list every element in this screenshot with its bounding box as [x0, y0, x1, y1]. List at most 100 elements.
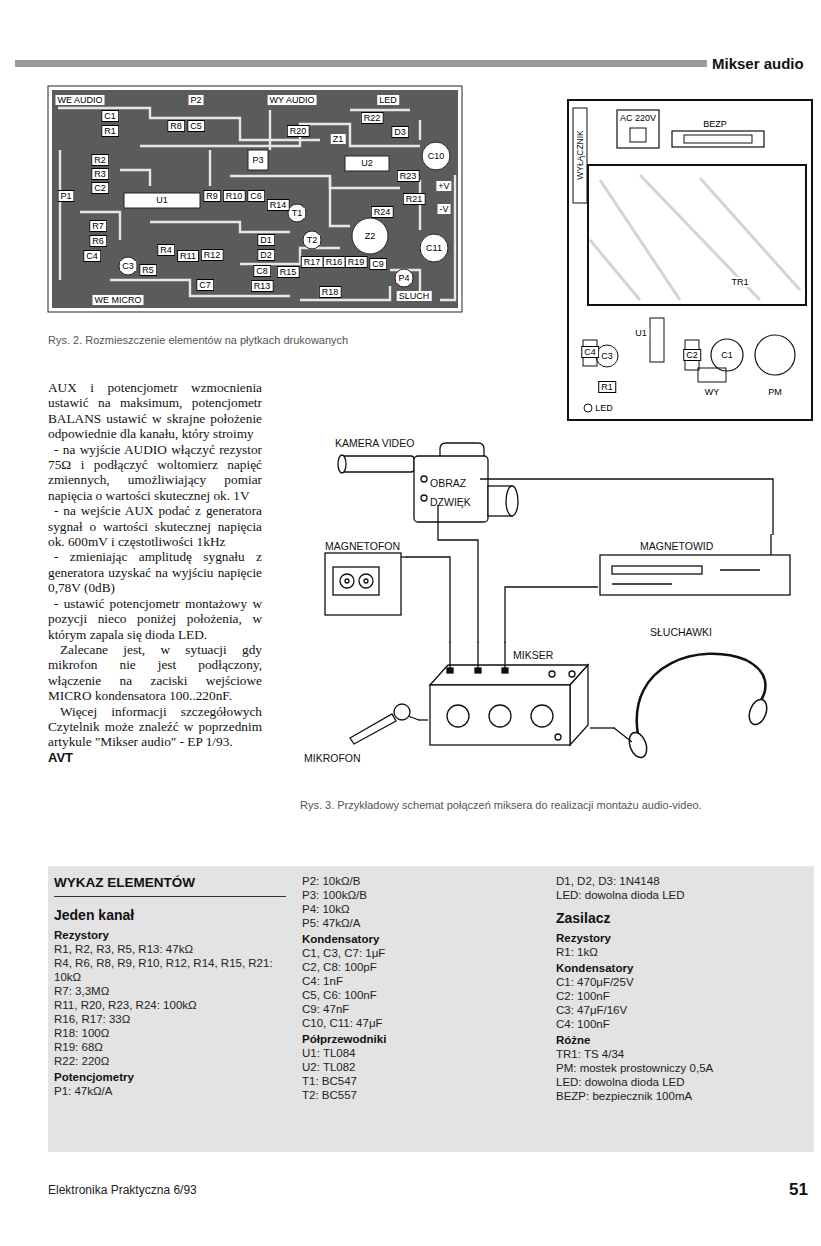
part-label: C2	[91, 182, 109, 194]
headphones	[626, 730, 650, 760]
parts-item: C9: 47nF	[302, 1002, 542, 1016]
parts-item: P1: 47kΩ/A	[54, 1084, 286, 1098]
parts-heading: Różne	[556, 1033, 806, 1047]
camera-node: KAMERA VIDEOOBRAZDZWIĘK	[330, 432, 525, 532]
video-camera	[342, 456, 414, 472]
part-label: R22	[361, 112, 384, 124]
part-label: D2	[257, 249, 275, 261]
part-label: C7	[196, 279, 214, 291]
microphone	[394, 704, 410, 720]
parts-list-ground	[48, 866, 814, 1152]
part-label: U1	[633, 328, 649, 338]
header-stripe	[15, 60, 707, 67]
parts-item: C4: 1nF	[302, 974, 542, 988]
video-camera	[506, 486, 518, 516]
device-label: DZWIĘK	[430, 496, 471, 508]
part-label: T1	[290, 208, 305, 218]
part-label: R8	[167, 120, 185, 132]
mixer-box	[430, 685, 570, 745]
parts-item: P2: 10kΩ/B	[302, 874, 542, 888]
body-paragraph: - zmieniając amplitudę sygnału z generat…	[48, 549, 262, 595]
power-supply-pcb	[596, 345, 618, 367]
parts-item: C4: 100nF	[556, 1017, 806, 1031]
part-label: R23	[397, 170, 420, 182]
tape-recorder	[325, 553, 401, 615]
part-label: R15	[277, 266, 300, 278]
tape-recorder	[359, 574, 373, 588]
part-label: TR1	[729, 277, 750, 287]
part-label: C3	[599, 351, 615, 361]
microphone	[350, 704, 419, 744]
power-supply-pcb	[698, 368, 726, 382]
video-camera	[414, 456, 488, 522]
mixer-box	[555, 734, 561, 740]
parts-item: R1, R2, R3, R5, R13: 47kΩ	[54, 942, 286, 956]
parts-heading: Półprzewodniki	[302, 1032, 542, 1046]
parts-item: LED: dowolna dioda LED	[556, 888, 806, 902]
main-pcb	[58, 108, 320, 140]
power-supply-pcb	[617, 110, 659, 148]
main-pcb	[120, 170, 150, 186]
headphones	[614, 728, 632, 742]
body-paragraph: Więcej informacji szczegółowych Czytelni…	[48, 704, 262, 750]
parts-item: C5, C6: 100nF	[302, 988, 542, 1002]
parts-heading: Kondensatory	[302, 932, 542, 946]
device-label: MIKROFON	[304, 752, 361, 764]
part-label: C8	[253, 265, 271, 277]
parts-heading: WYKAZ ELEMENTÓW	[54, 874, 286, 897]
part-label: C4	[581, 346, 599, 358]
device-label: OBRAZ	[430, 477, 466, 489]
part-label: C4	[83, 250, 101, 262]
parts-item: P5: 47kΩ/A	[302, 916, 542, 930]
parts-heading: Zasilacz	[556, 910, 806, 927]
part-label: BEZP	[701, 119, 729, 129]
video-camera	[338, 443, 518, 522]
main-pcb	[248, 150, 268, 170]
video-recorder	[612, 566, 702, 574]
parts-item: TR1: TS 4/34	[556, 1047, 806, 1061]
part-label: WYŁĄCZNIK	[575, 129, 585, 181]
text-column: AUX i potencjometr wzmocnienia ustawić n…	[48, 380, 262, 765]
main-pcb	[270, 110, 410, 150]
part-label: R10	[223, 190, 246, 202]
parts-list-ground	[48, 866, 814, 1152]
part-label: R7	[89, 220, 107, 232]
part-label: -V	[438, 204, 451, 214]
page-number: 51	[789, 1180, 808, 1200]
mixer-box	[475, 668, 481, 673]
mixer-box	[430, 642, 588, 745]
parts-item: R1: 1kΩ	[556, 945, 806, 959]
main-pcb	[288, 204, 306, 222]
video-camera	[440, 443, 484, 456]
parts-item: R19: 68Ω	[54, 1040, 286, 1054]
power-supply-pcb	[568, 100, 812, 420]
parts-item: R16, R17: 33Ω	[54, 1012, 286, 1026]
power-supply-pcb	[630, 128, 646, 142]
parts-item: R11, R20, R23, R24: 100kΩ	[54, 998, 286, 1012]
main-pcb	[124, 193, 200, 208]
main-pcb	[303, 231, 321, 249]
part-label: LED	[377, 95, 399, 105]
main-pcb	[59, 150, 61, 280]
parts-item: C3: 47μF/16V	[556, 1003, 806, 1017]
mixer-box	[447, 668, 453, 673]
tape-recorder	[333, 567, 379, 595]
mixer-box	[430, 665, 588, 685]
part-label: R1	[101, 125, 119, 137]
main-pcb	[52, 90, 458, 308]
part-label: C1	[101, 110, 119, 122]
part-label: R13	[251, 280, 274, 292]
part-label: R3	[91, 168, 109, 180]
main-pcb	[420, 120, 455, 300]
main-pcb	[48, 86, 462, 312]
part-label: R1	[598, 381, 616, 393]
mixer-box	[489, 705, 511, 727]
part-label: +V	[436, 181, 451, 191]
main-pcb	[420, 234, 448, 262]
microphone	[350, 714, 396, 744]
power-supply-pcb	[588, 165, 806, 305]
headphones-node: SŁUCHAWKI	[615, 620, 765, 760]
main-pcb	[119, 142, 450, 287]
main-pcb	[150, 222, 290, 232]
